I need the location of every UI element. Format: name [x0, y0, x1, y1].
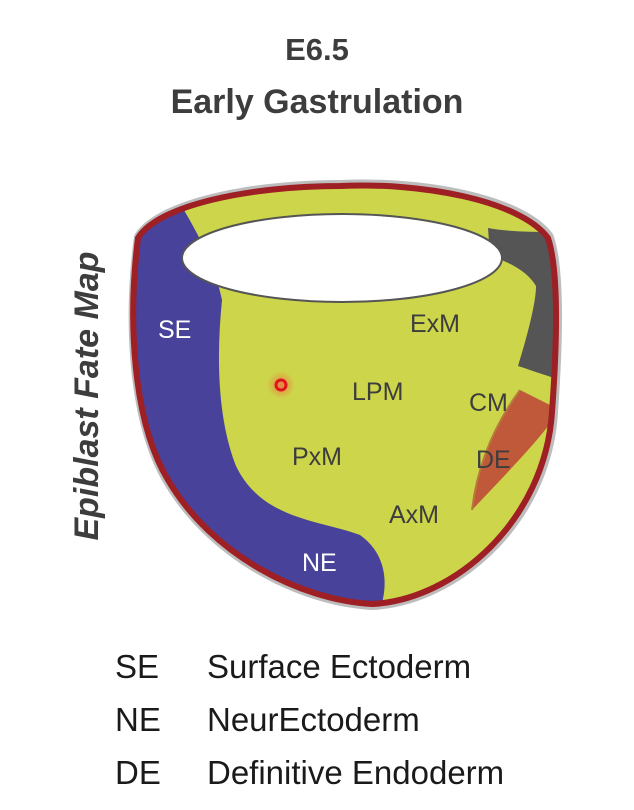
- endoderm-border: [471, 389, 521, 511]
- label-de: DE: [476, 446, 511, 474]
- label-axm: AxM: [389, 501, 439, 529]
- legend-text: Definitive Endoderm: [207, 753, 505, 791]
- legend-abbr: DE: [115, 753, 161, 791]
- cavity-opening: [181, 213, 503, 303]
- extraembryonic-band: [488, 228, 557, 380]
- cup-outline: [130, 182, 560, 608]
- title-phase: Early Gastrulation: [170, 83, 464, 121]
- legend-abbr: SE: [115, 647, 160, 685]
- legend-text: NeurEctoderm: [207, 700, 420, 738]
- legend-item: NE NeurEctoderm: [115, 693, 615, 746]
- legend: SE Surface Ectoderm NE NeurEctoderm DE D…: [115, 640, 615, 799]
- side-label: Epiblast Fate Map: [68, 251, 106, 540]
- legend-item: SE Surface Ectoderm: [115, 640, 615, 693]
- title-stage: E6.5: [285, 32, 349, 67]
- endoderm-region: [472, 390, 557, 510]
- legend-abbr: NE: [115, 700, 161, 738]
- label-ne: NE: [302, 549, 337, 577]
- legend-item: DE Definitive Endoderm: [115, 746, 615, 799]
- label-cm: CM: [469, 389, 508, 417]
- label-exm: ExM: [410, 310, 460, 338]
- label-pxm: PxM: [292, 443, 342, 471]
- label-lpm: LPM: [352, 378, 403, 406]
- pointer-glow: [267, 371, 295, 399]
- pointer-dot: [274, 378, 288, 392]
- legend-text: Surface Ectoderm: [207, 647, 472, 685]
- label-se: SE: [158, 316, 191, 344]
